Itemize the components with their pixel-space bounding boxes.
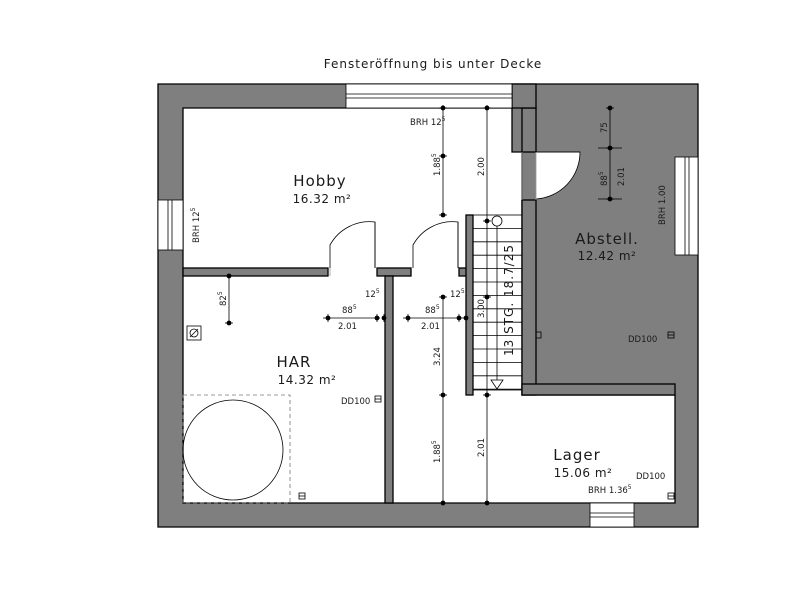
- room-area-lager: 15.06 m²: [554, 466, 613, 480]
- dimension-markers: [225, 105, 614, 506]
- dim-12-mid: 125: [450, 288, 465, 300]
- dim-88-left: 885: [342, 304, 357, 316]
- meter-box-icon: [186, 325, 202, 341]
- room-area-har: 14.32 m²: [278, 373, 337, 387]
- window-hobby-left: [157, 199, 184, 251]
- tank-icon: [182, 399, 284, 501]
- stair-arrow-icon: [490, 379, 504, 390]
- dd-markers: [298, 331, 675, 500]
- dd-abstell: DD100: [628, 335, 657, 345]
- window-lager-bottom: [589, 502, 635, 528]
- dim-201-abstell: 2.01: [617, 167, 627, 186]
- room-area-abstell: 12.42 m²: [578, 249, 637, 263]
- wall-hobby-bottom-left: [182, 267, 329, 277]
- room-name-lager: Lager: [553, 446, 600, 464]
- wall-abstell-left: [521, 107, 537, 153]
- stair-start-circle: [491, 215, 503, 227]
- room-name-hobby: Hobby: [293, 172, 346, 190]
- wall-abstell-bottom: [521, 383, 676, 396]
- dim-75: 75: [600, 122, 610, 133]
- dim-brh-left: BRH 125: [190, 207, 202, 243]
- dim-201-bot: 2.01: [477, 438, 487, 457]
- dim-12-left: 125: [365, 288, 380, 300]
- dim-88-mid: 885: [425, 304, 440, 316]
- windows: [157, 83, 699, 528]
- dim-201-mid: 2.01: [421, 322, 440, 332]
- dd-lager: DD100: [636, 472, 665, 482]
- room-name-abstell: Abstell.: [575, 230, 639, 248]
- tank-outline: [182, 394, 291, 504]
- staircase: 13 STG. 18.7/25: [472, 214, 523, 391]
- dim-300: 3.00: [477, 299, 487, 318]
- window-abstell-right: [674, 156, 699, 256]
- wall-abstell-left-lower: [521, 199, 537, 396]
- dim-82: 825: [217, 291, 229, 306]
- wall-stair-left: [465, 214, 474, 396]
- dim-88-abstell: 885: [598, 171, 610, 186]
- door-abstell: [535, 151, 581, 200]
- door-hobby-har: [329, 221, 376, 268]
- dim-324: 3.24: [433, 347, 443, 366]
- room-area-hobby: 16.32 m²: [293, 192, 352, 206]
- har-fixtures: [182, 325, 291, 504]
- dimension-lines: [228, 105, 622, 505]
- dd-har: DD100: [341, 397, 370, 407]
- window-hobby-top: [345, 83, 513, 109]
- dim-200-top: 2.00: [477, 157, 487, 176]
- doors: [329, 151, 581, 276]
- window-caption: Fensteröffnung bis unter Decke: [324, 57, 542, 71]
- stair-label: 13 STG. 18.7/25: [502, 244, 516, 356]
- room-name-har: HAR: [277, 353, 312, 371]
- dim-188-bot: 1.885: [431, 440, 443, 463]
- dim-brh-right: BRH 1.00: [658, 185, 668, 225]
- dim-201-left: 2.01: [338, 322, 357, 332]
- door-corridor: [412, 221, 459, 268]
- dim-brh-top: BRH 125: [410, 116, 446, 128]
- dim-188-top: 1.885: [431, 153, 443, 176]
- wall-abstell-top: [511, 83, 537, 109]
- wall-hobby-bottom-mid: [376, 267, 412, 277]
- wall-har-right: [384, 275, 394, 504]
- dim-brh-bottom: BRH 1.365: [588, 484, 632, 496]
- walls: [157, 83, 699, 528]
